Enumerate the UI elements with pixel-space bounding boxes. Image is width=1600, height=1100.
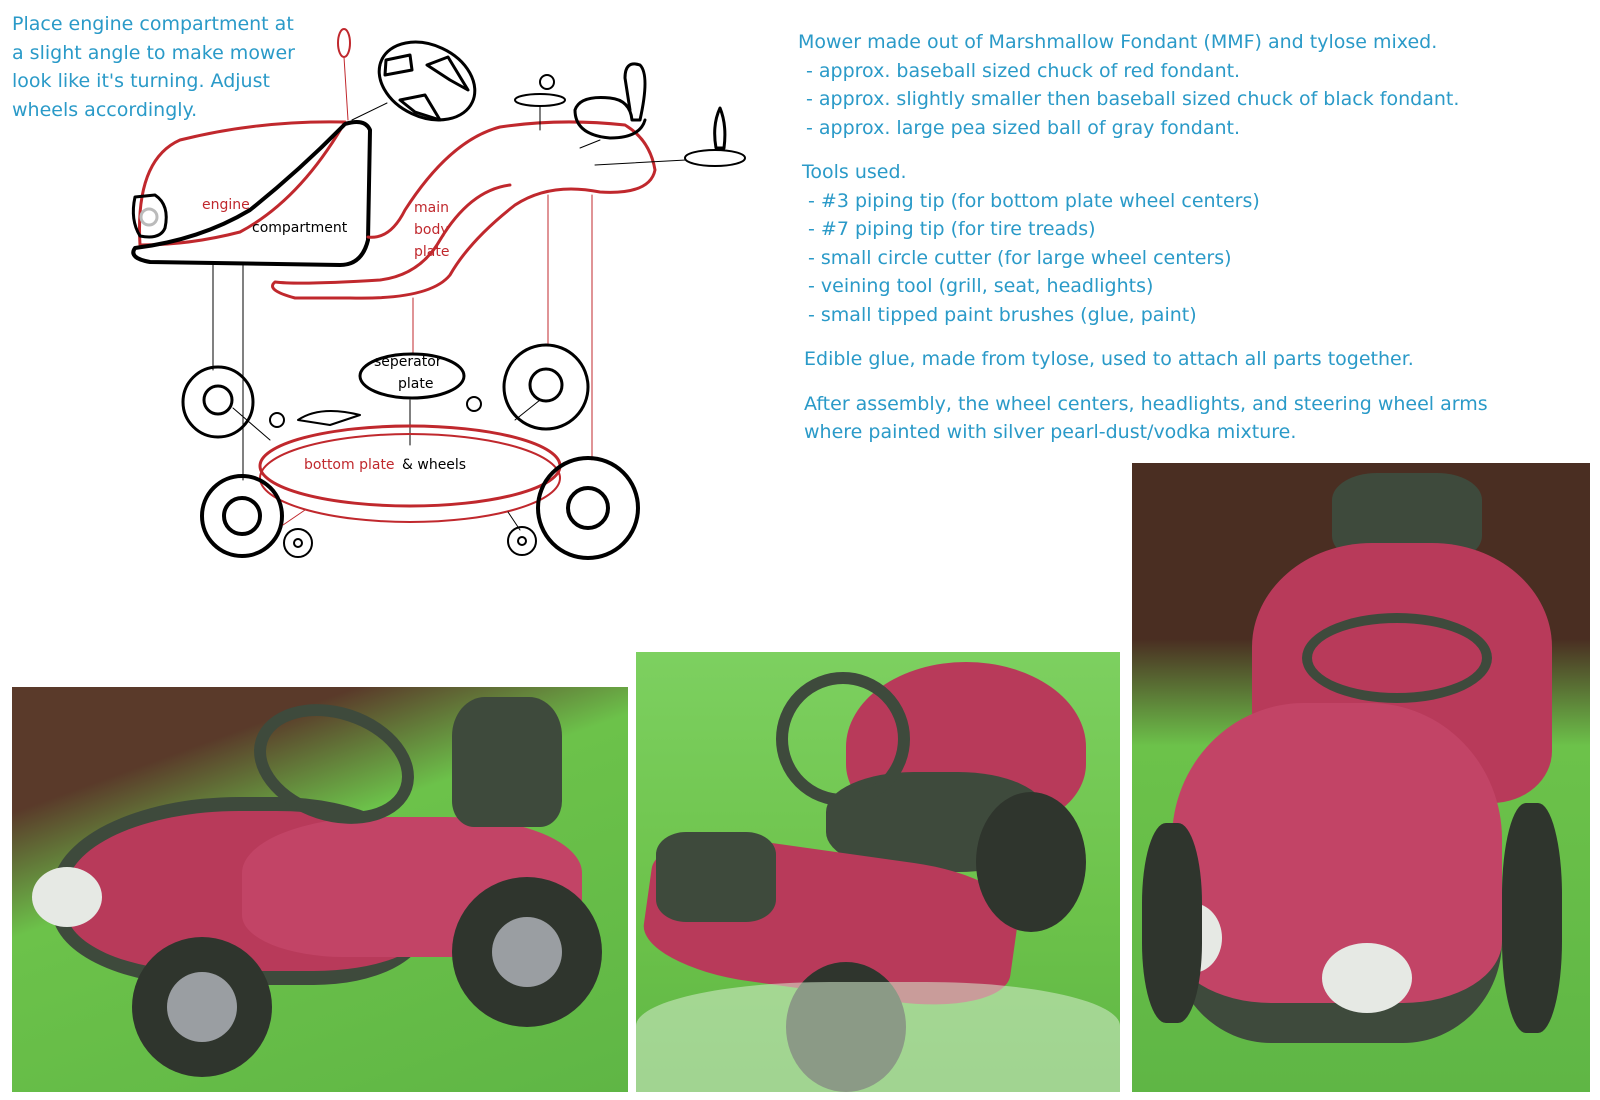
tools-item: - small tipped paint brushes (glue, pain… bbox=[808, 303, 1197, 326]
photo-mower-front-view bbox=[1132, 463, 1590, 1092]
steering-wheel-part bbox=[377, 40, 477, 122]
steering-wheel-spokes bbox=[383, 53, 470, 122]
label-compartment: compartment bbox=[252, 220, 348, 236]
wheel-front-right bbox=[536, 456, 640, 560]
separator-plate-part bbox=[358, 352, 466, 400]
materials-item: - approx. baseball sized chuck of red fo… bbox=[806, 59, 1241, 82]
wheel-front-left bbox=[200, 474, 284, 558]
materials-heading: Mower made out of Marshmallow Fondant (M… bbox=[798, 31, 1438, 53]
glue-note: Edible glue, made from tylose, used to a… bbox=[804, 348, 1414, 370]
wheel-rear-left bbox=[181, 365, 255, 439]
tools-heading: Tools used. bbox=[802, 161, 907, 183]
mower-assembly-diagram: engine compartment main body plate seper… bbox=[131, 28, 746, 560]
tools-item: - small circle cutter (for large wheel c… bbox=[808, 246, 1232, 269]
label-and-wheels: & wheels bbox=[402, 457, 466, 473]
materials-item: - approx. slightly smaller then baseball… bbox=[806, 88, 1460, 110]
paint-note: After assembly, the wheel centers, headl… bbox=[804, 392, 1488, 444]
instructions-panel: Mower made out of Marshmallow Fondant (M… bbox=[798, 28, 1572, 447]
label-separator: seperator bbox=[374, 354, 442, 370]
photo-mower-side-view bbox=[12, 687, 628, 1092]
label-main: main bbox=[414, 200, 449, 216]
tools-item: - veining tool (grill, seat, headlights) bbox=[808, 275, 1154, 297]
label-engine: engine bbox=[202, 197, 250, 213]
main-body-plate-outline bbox=[271, 120, 657, 300]
materials-item: - approx. large pea sized ball of gray f… bbox=[806, 116, 1241, 139]
photo-mower-rear-view bbox=[636, 652, 1120, 1092]
headlight-part bbox=[131, 193, 168, 239]
label-body: body bbox=[414, 222, 449, 238]
label-plate: plate bbox=[414, 244, 449, 260]
steering-knob-part bbox=[337, 28, 351, 58]
grill-knob-part bbox=[713, 106, 727, 150]
engine-compartment-outline bbox=[131, 120, 372, 267]
tools-item: - #7 piping tip (for tire treads) bbox=[808, 218, 1096, 240]
wheel-rear-right bbox=[502, 343, 590, 431]
instruction-note-angle: Place engine compartment at a slight ang… bbox=[12, 13, 295, 121]
label-separator-plate: plate bbox=[398, 376, 433, 392]
tools-item: - #3 piping tip (for bottom plate wheel … bbox=[808, 189, 1260, 212]
seat-part bbox=[573, 62, 647, 140]
label-bottom-plate: bottom plate bbox=[304, 457, 395, 473]
